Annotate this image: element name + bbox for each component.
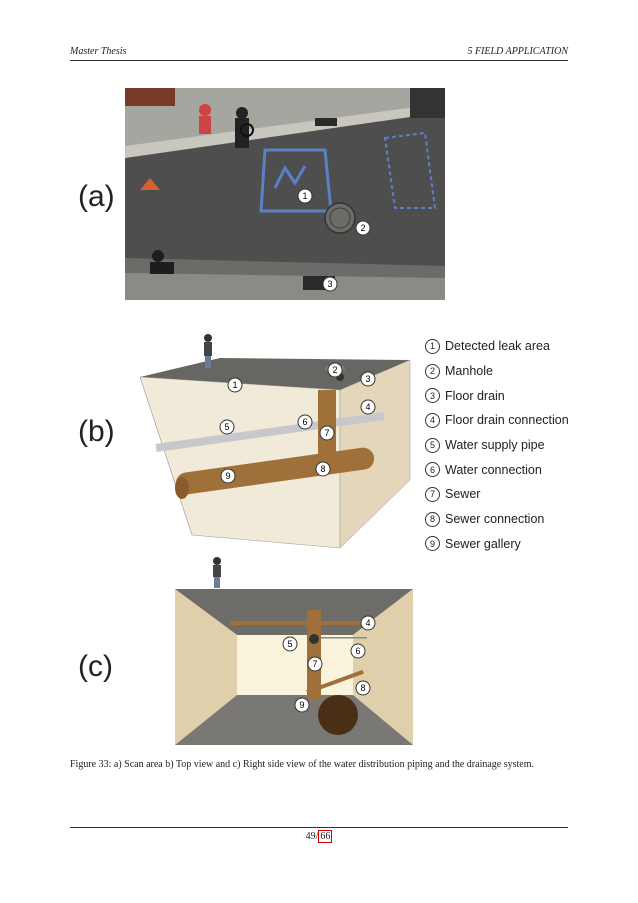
legend-label: Sewer connection <box>445 512 545 527</box>
diagram-c-marker-4: 4 <box>365 618 370 628</box>
legend-label: Water supply pipe <box>445 438 545 453</box>
scan-area-photo: 1 2 3 <box>125 88 445 300</box>
panel-label-b: (b) <box>78 415 115 448</box>
footer-rule <box>70 827 568 828</box>
legend-item: 6 Water connection <box>425 457 569 482</box>
legend-number: 1 <box>425 338 440 354</box>
diagram-top-view: 1 2 3 4 5 6 7 8 9 <box>139 334 411 549</box>
diagram-c-marker-5: 5 <box>287 639 292 649</box>
diagram-side-view: 4 5 6 7 8 9 <box>175 557 413 745</box>
legend-number: 5 <box>425 437 440 453</box>
legend-label: Detected leak area <box>445 339 550 354</box>
legend-item: 5 Water supply pipe <box>425 433 569 458</box>
legend-item: 2 Manhole <box>425 359 569 384</box>
svg-text:3: 3 <box>327 279 332 289</box>
diagram-c-marker-8: 8 <box>360 683 365 693</box>
figure-caption: Figure 33: a) Scan area b) Top view and … <box>70 759 534 770</box>
legend-item: 7 Sewer <box>425 482 569 507</box>
legend-item: 9 Sewer gallery <box>425 532 569 557</box>
current-page: 49 <box>305 831 316 842</box>
svg-text:1: 1 <box>302 191 307 201</box>
person-figure-b <box>204 334 212 368</box>
diagram-c-marker-9: 9 <box>299 700 304 710</box>
page-number: 49/66 <box>0 830 638 843</box>
running-header-left: Master Thesis <box>70 46 127 57</box>
diagram-b-marker-5: 5 <box>224 422 229 432</box>
legend-label: Sewer gallery <box>445 536 521 551</box>
legend-label: Water connection <box>445 462 542 477</box>
page-separator: / <box>315 831 319 842</box>
legend-label: Manhole <box>445 364 493 379</box>
diagram-c-marker-6: 6 <box>355 646 360 656</box>
diagram-b-marker-7: 7 <box>324 428 329 438</box>
diagram-c-marker-7: 7 <box>312 659 317 669</box>
diagram-b-marker-9: 9 <box>225 471 230 481</box>
diagram-b-marker-8: 8 <box>320 464 325 474</box>
legend-item: 1 Detected leak area <box>425 334 569 359</box>
photo-marker-1: 1 <box>297 188 313 204</box>
legend-number: 9 <box>425 536 440 552</box>
legend-number: 2 <box>425 363 440 379</box>
diagram-b-marker-6: 6 <box>302 417 307 427</box>
legend-number: 3 <box>425 388 440 404</box>
diagram-b-marker-1: 1 <box>232 380 237 390</box>
diagram-b-marker-4: 4 <box>365 402 370 412</box>
legend-label: Floor drain connection <box>445 413 569 428</box>
photo-marker-3: 3 <box>322 276 338 292</box>
panel-label-c: (c) <box>78 650 113 683</box>
diagram-b-marker-2: 2 <box>332 365 337 375</box>
legend-number: 7 <box>425 486 440 502</box>
header-rule <box>70 60 568 61</box>
svg-text:2: 2 <box>360 223 365 233</box>
diagram-b-marker-3: 3 <box>365 374 370 384</box>
legend-number: 4 <box>425 412 440 428</box>
legend-item: 8 Sewer connection <box>425 507 569 532</box>
legend-item: 4 Floor drain connection <box>425 408 569 433</box>
legend-item: 3 Floor drain <box>425 383 569 408</box>
legend-number: 8 <box>425 511 440 527</box>
person-figure-c <box>213 557 221 588</box>
panel-label-a: (a) <box>78 180 115 213</box>
running-header-right: 5 FIELD APPLICATION <box>467 46 568 57</box>
legend-label: Floor drain <box>445 388 505 403</box>
total-pages-link[interactable]: 66 <box>318 830 333 843</box>
legend-number: 6 <box>425 462 440 478</box>
legend-label: Sewer <box>445 487 481 502</box>
photo-marker-2: 2 <box>355 220 371 236</box>
